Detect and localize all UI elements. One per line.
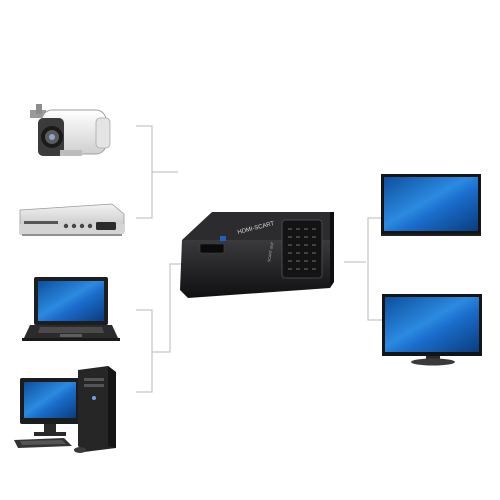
scart-pins bbox=[288, 228, 316, 270]
monitor-bottom-icon bbox=[382, 294, 482, 366]
connector-lower-stub bbox=[152, 263, 184, 353]
monitor-top-icon bbox=[381, 174, 481, 236]
hdmi-blue-mark bbox=[220, 236, 226, 241]
connector-lines bbox=[136, 125, 382, 393]
hdmi-scart-converter: HDMI-SCART SCART OUT bbox=[180, 212, 334, 298]
cctv-camera-icon bbox=[30, 104, 111, 156]
connector-camera-dvd bbox=[136, 125, 153, 219]
connector-monitors bbox=[367, 217, 382, 321]
converter-port-label: SCART OUT bbox=[267, 241, 275, 262]
dvd-player-icon bbox=[19, 203, 125, 236]
scart-port bbox=[281, 219, 323, 279]
connector-laptop-pc bbox=[136, 309, 153, 393]
laptop-icon bbox=[22, 277, 120, 341]
desktop-pc-icon bbox=[14, 366, 116, 453]
